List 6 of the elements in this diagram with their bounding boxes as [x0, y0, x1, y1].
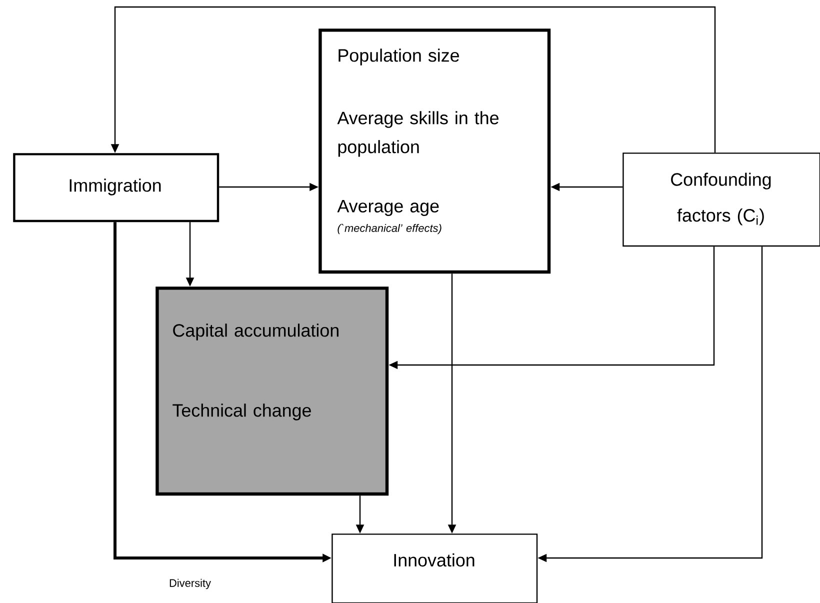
factor-box: Population size Average skills in the population Average age (`mechanical’ effects) [318, 28, 551, 274]
shaded-box: Capital accumulation Technical change [156, 286, 389, 496]
edge-label: Diversity [168, 578, 212, 590]
process-box: Confounding factors (C$_{i}$) [622, 152, 820, 247]
outcome-box: Innovation [332, 534, 538, 603]
process-box: Immigration [13, 153, 220, 222]
